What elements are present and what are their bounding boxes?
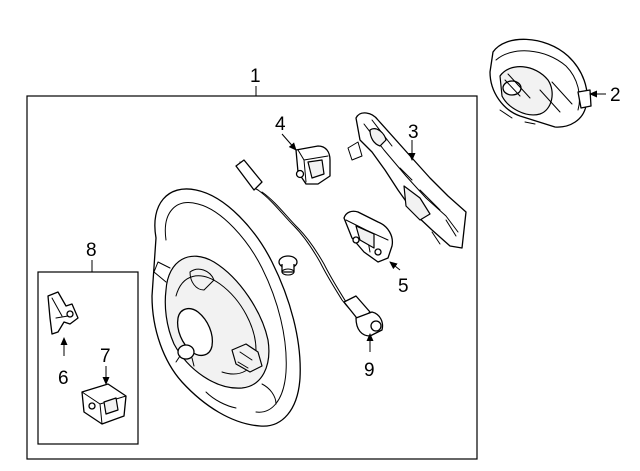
mounting-bolt — [278, 255, 298, 276]
kit-bracket — [81, 383, 127, 425]
callout-3: 3 — [408, 122, 419, 143]
steering-wheel — [151, 188, 301, 427]
switch-clip — [295, 145, 331, 185]
leader-line-4 — [281, 133, 297, 151]
callout-2: 2 — [610, 85, 621, 106]
callout-5: 5 — [398, 276, 409, 297]
callout-6: 6 — [58, 368, 69, 389]
leader-line-5 — [389, 261, 401, 271]
switch-bezel — [347, 112, 467, 249]
button-switch — [343, 210, 394, 263]
callout-9: 9 — [364, 360, 375, 381]
airbag-module — [489, 38, 592, 128]
kit-clip — [47, 291, 79, 335]
assembly-frame — [26, 95, 478, 460]
callout-8: 8 — [86, 240, 97, 261]
callout-7: 7 — [100, 346, 111, 367]
callout-1: 1 — [250, 66, 261, 87]
callout-4: 4 — [275, 114, 286, 135]
kit-frame — [37, 271, 139, 445]
wiring-harness — [235, 159, 384, 337]
